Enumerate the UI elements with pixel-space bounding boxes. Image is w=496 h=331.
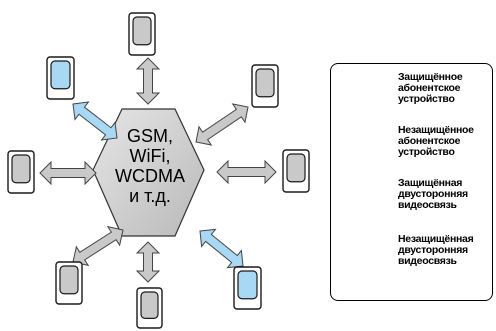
device-top-left [46,56,75,100]
legend-box [330,63,493,301]
device-bottom [136,287,163,329]
legend-secure-device-label: Защищённое абонентское устройство [398,71,463,105]
device-top-right [251,64,279,108]
link-arrow-bottom [135,241,161,283]
device-top [128,12,156,56]
device-left [7,150,35,194]
link-arrow-bottom-left [72,225,124,267]
device-right [282,149,310,193]
link-arrow-left [39,160,97,186]
link-arrow-bottom-right [199,228,244,269]
device-bottom-left [55,261,83,305]
legend-insecure-device-label: Незащищённое абонентское устройство [398,124,474,158]
device-bottom-right [233,266,262,310]
link-arrow-top-right [195,103,249,146]
link-arrow-top-left [72,101,118,141]
hub-label-line-2: WiFi, [129,146,171,166]
link-arrow-top [135,57,161,105]
link-arrow-right [216,159,277,185]
hub-label-line-3: WCDMA [115,166,185,186]
legend-secure-link-label: Защищённая двусторонняя видеосвязь [398,177,468,211]
hub-label-line-1: GSM, [126,126,173,146]
legend-insecure-link-label: Незащищённая двусторонняя видеосвязь [398,233,474,267]
hub-label-line-4: и т.д. [129,186,171,206]
